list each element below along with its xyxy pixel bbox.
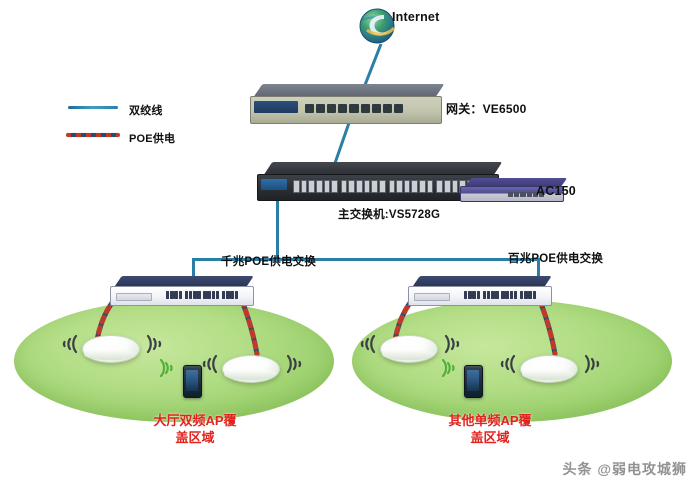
poe-switch-left-brand-badge <box>116 293 152 301</box>
wifi-signal-right-1-west <box>354 330 380 358</box>
poe-switch-right-brand-badge <box>414 293 450 301</box>
distribution-bus <box>192 258 540 261</box>
internet-label: Internet <box>392 10 440 24</box>
ac-controller-label: AC150 <box>536 184 576 198</box>
link-bus-poe-right <box>537 258 540 280</box>
watermark: 头条 @弱电攻城狮 <box>562 461 687 477</box>
wifi-signal-right-client <box>440 356 462 380</box>
access-point-right-2 <box>520 355 578 383</box>
main-switch-label: 主交换机:VS5728G <box>338 209 441 221</box>
poe-switch-right-ports <box>464 291 537 299</box>
wifi-signal-right-2-east <box>580 350 606 378</box>
wifi-signal-left-1-east <box>142 330 168 358</box>
wifi-signal-left-1-west <box>56 330 82 358</box>
access-point-left-2 <box>222 355 280 383</box>
main-switch-ports <box>293 180 481 193</box>
poe-switch-right-label: 百兆POE供电交换 <box>508 253 604 265</box>
wifi-signal-right-1-east <box>440 330 466 358</box>
link-internet-gateway <box>360 43 384 91</box>
gateway-label: 网关：VE6500 <box>446 102 527 116</box>
link-bus-poe-left <box>192 258 195 284</box>
gateway-ports <box>305 104 403 113</box>
legend-swatch-poe <box>66 133 120 137</box>
link-switch-bus <box>276 198 279 260</box>
coverage-label-left: 大厅双频AP覆盖区域 <box>153 413 237 445</box>
ac-controller-ports <box>508 192 545 197</box>
legend-swatch-twisted-pair <box>68 106 118 109</box>
gateway-brand-badge <box>254 101 298 113</box>
legend-label-twisted-pair: 双绞线 <box>129 105 163 117</box>
coverage-label-right: 其他单频AP覆盖区域 <box>448 413 532 445</box>
client-phone-right <box>464 365 483 398</box>
link-gateway-switch <box>330 119 354 167</box>
wifi-signal-right-2-west <box>494 350 520 378</box>
coverage-area-left <box>14 300 334 422</box>
client-phone-left <box>183 365 202 398</box>
wifi-signal-left-client <box>158 356 180 380</box>
wifi-signal-left-2-west <box>196 350 222 378</box>
access-point-left-1 <box>82 335 140 363</box>
poe-switch-left-ports <box>166 291 239 299</box>
main-switch-brand-badge <box>261 179 287 190</box>
globe-icon <box>357 6 397 46</box>
poe-switch-left-label: 千兆POE供电交换 <box>221 256 317 268</box>
legend-label-poe: POE供电 <box>129 133 176 145</box>
access-point-right-1 <box>380 335 438 363</box>
wifi-signal-left-2-east <box>282 350 308 378</box>
